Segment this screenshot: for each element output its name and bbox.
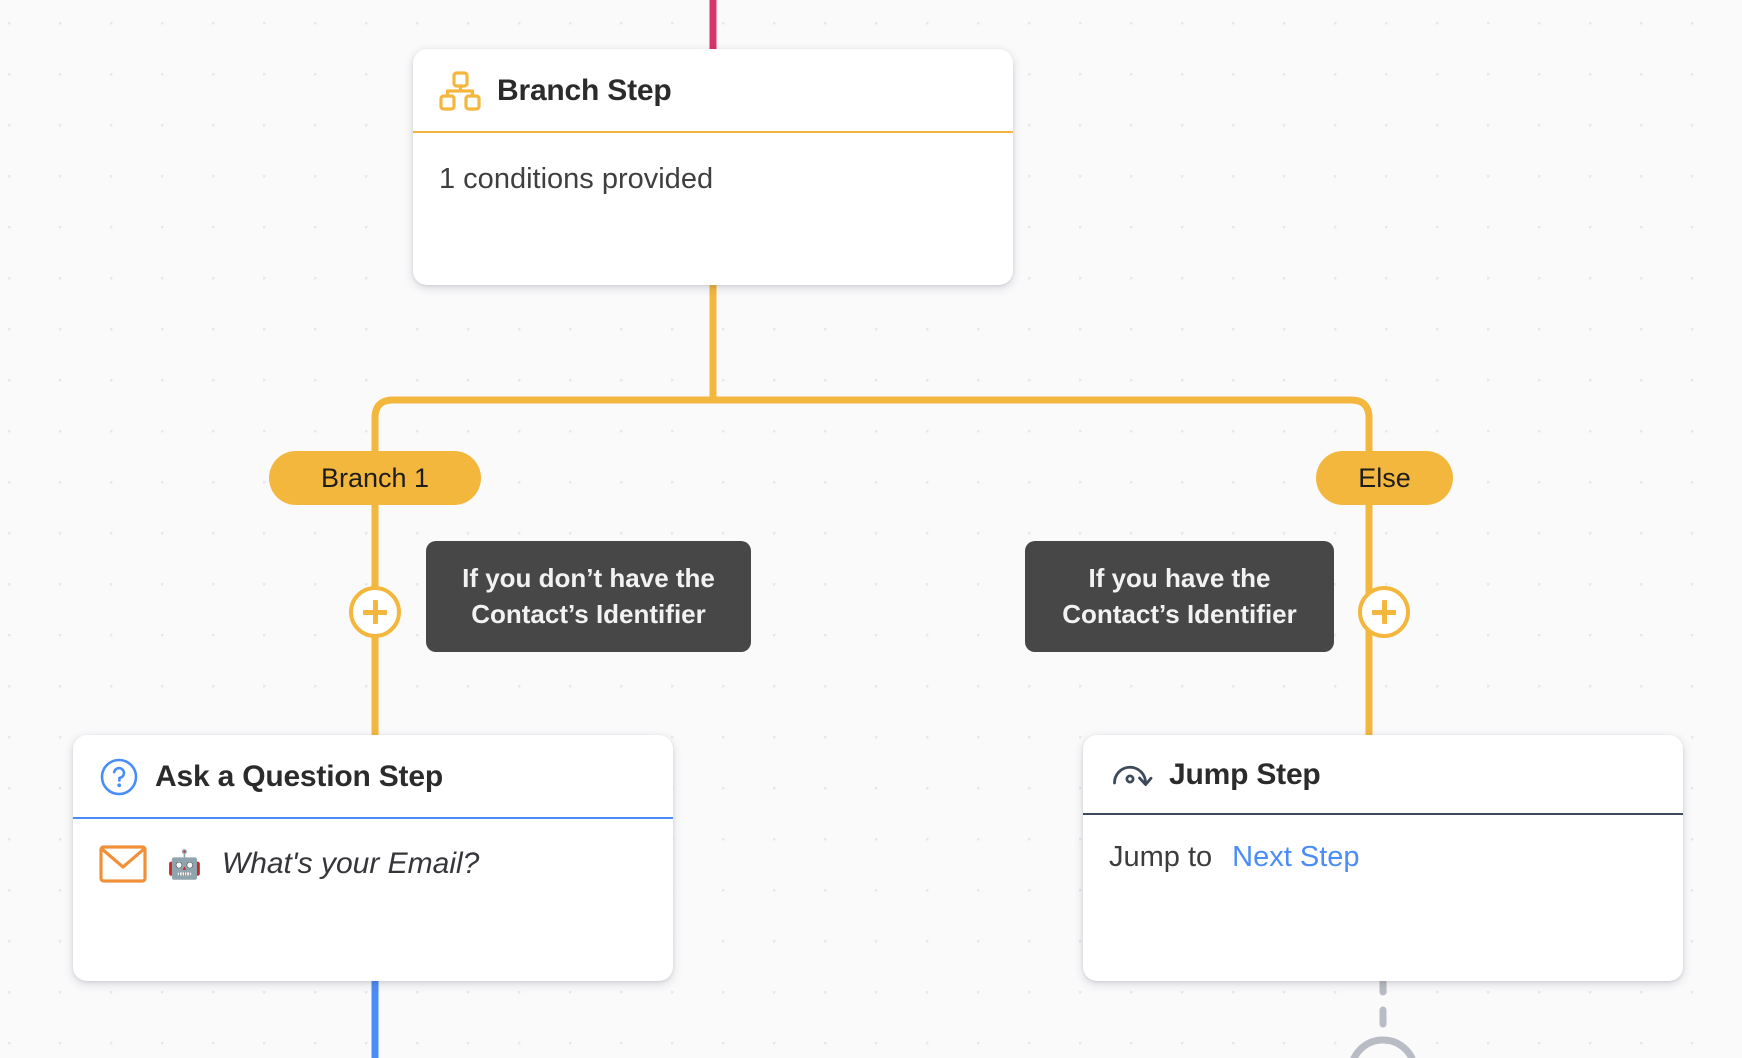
- branch-step-divider: [413, 131, 1013, 133]
- branch-split-wire: [371, 396, 1373, 482]
- branch-label-branch-1[interactable]: Branch 1: [269, 451, 481, 505]
- branch-hierarchy-icon: [439, 71, 481, 111]
- branch-step-summary: 1 conditions provided: [439, 163, 714, 195]
- ask-a-question-step-body: 🤖 What's your Email?: [73, 819, 673, 911]
- ask-a-question-step-card[interactable]: Ask a Question Step 🤖 What's your Email?: [73, 735, 673, 981]
- branch-label-else[interactable]: Else: [1316, 451, 1453, 505]
- branch-step-body: 1 conditions provided: [413, 133, 1013, 224]
- jump-target-marker: [1350, 1036, 1416, 1058]
- branch-label-text: Else: [1358, 462, 1411, 493]
- branch-label-text: Branch 1: [320, 462, 430, 493]
- add-step-button-else[interactable]: [1358, 586, 1410, 638]
- question-circle-icon: [99, 757, 139, 797]
- ask-a-question-step-divider: [73, 817, 673, 819]
- jump-step-divider: [1083, 813, 1683, 815]
- jump-arrow-icon: [1109, 757, 1153, 793]
- add-step-button-branch-1[interactable]: [349, 586, 401, 638]
- jump-step-prefix: Jump to: [1109, 841, 1213, 873]
- branch-step-title: Branch Step: [497, 74, 672, 107]
- jump-step-target-link[interactable]: Next Step: [1232, 841, 1360, 873]
- jump-step-title: Jump Step: [1169, 758, 1321, 791]
- jump-step-body: Jump to Next Step: [1083, 815, 1683, 902]
- ask-a-question-step-question: What's your Email?: [221, 847, 480, 880]
- ask-a-question-step-title: Ask a Question Step: [155, 760, 443, 793]
- robot-emoji: 🤖: [167, 848, 202, 880]
- tooltip-branch-1: If you don’t have the Contact’s Identifi…: [426, 541, 751, 653]
- ask-a-question-step-header: Ask a Question Step: [73, 735, 673, 817]
- jump-step-card[interactable]: Jump Step Jump to Next Step: [1083, 735, 1683, 981]
- envelope-icon: [99, 845, 147, 883]
- jump-step-header: Jump Step: [1083, 735, 1683, 813]
- tooltip-else: If you have the Contact’s Identifier: [1025, 541, 1334, 653]
- branch-step-header: Branch Step: [413, 49, 1013, 131]
- branch-step-card[interactable]: Branch Step 1 conditions provided: [413, 49, 1013, 285]
